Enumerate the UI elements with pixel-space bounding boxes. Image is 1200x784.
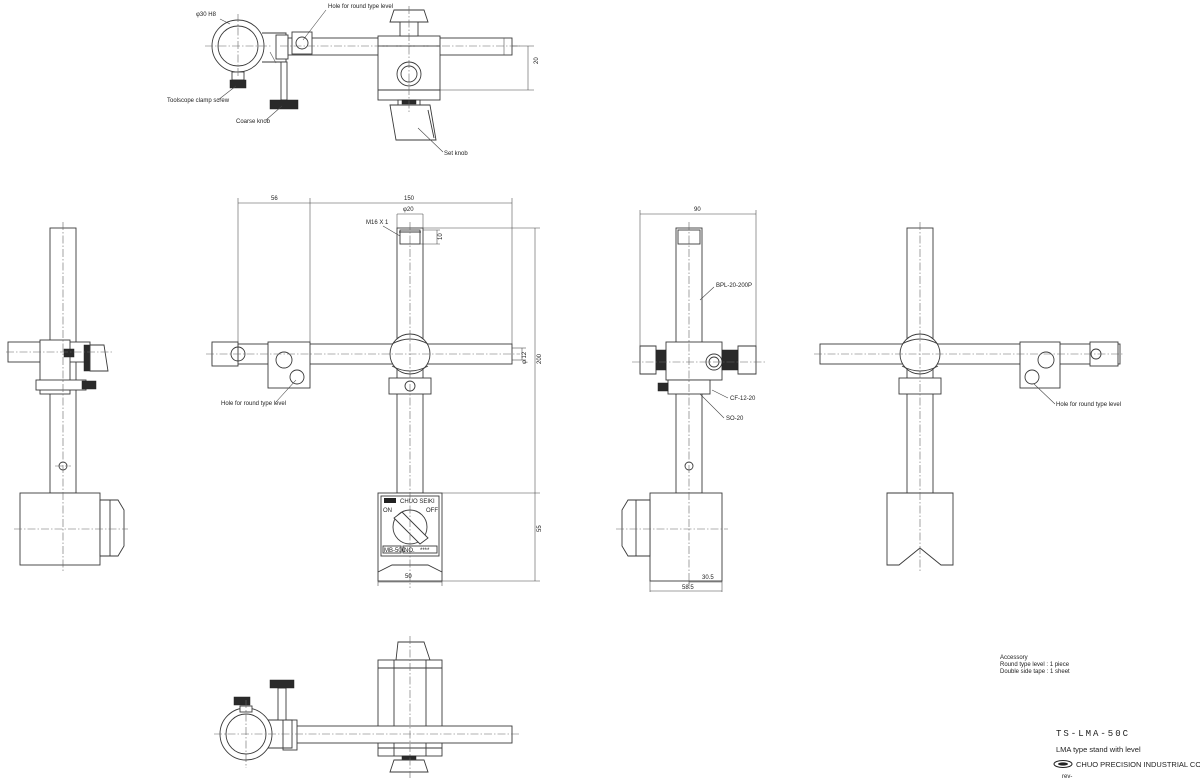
part-number: TS-LMA-50C	[1056, 729, 1130, 739]
dimension-200: 200	[537, 353, 543, 364]
callout-bpl: BPL-20-200P	[716, 283, 752, 289]
dimension-30-5: 30.5	[702, 575, 714, 581]
dimension-90: 90	[694, 207, 701, 213]
dimension-56: 56	[271, 196, 278, 202]
base-brand: CHUO SEIKI	[400, 499, 435, 505]
accessory-line-1: Round type level : 1 piece	[1000, 662, 1070, 668]
rear-view: Hole for round type level	[814, 222, 1124, 572]
callout-hole-round-level-rear: Hole for round type level	[1056, 402, 1121, 408]
callout-set-knob: Set knob	[444, 151, 468, 157]
base-on-label: ON	[383, 508, 392, 514]
dimension-150: 150	[404, 196, 415, 202]
callout-so: SO-20	[726, 416, 744, 422]
accessory-heading: Accessory	[1000, 655, 1028, 661]
top-view: 20 φ30 H8 Hole for round type level Tool…	[167, 4, 540, 157]
callout-hole-round-level-front: Hole for round type level	[221, 401, 286, 407]
left-side-view	[6, 222, 128, 572]
revision: rev-	[1062, 774, 1072, 780]
accessory-line-2: Double side tape : 1 sheet	[1000, 669, 1070, 675]
bottom-view	[214, 636, 520, 778]
dimension-phi12: φ 12	[522, 351, 528, 364]
part-description: LMA type stand with level	[1056, 745, 1141, 754]
dimension-55: 55	[537, 525, 543, 532]
dimension-20-top: 20	[534, 57, 540, 64]
front-view: CHUO SEIKI ON OFF MB-50C NO. **** 56 150…	[206, 196, 543, 588]
callout-m16: M16 X 1	[366, 220, 389, 226]
base-no-label: NO.	[404, 548, 415, 554]
callout-coarse-knob: Coarse knob	[236, 119, 271, 125]
callout-dia30: φ30 H8	[196, 12, 217, 18]
title-block: TS-LMA-50C LMA type stand with level CHU…	[1053, 729, 1200, 780]
base-serial: ****	[420, 548, 430, 554]
callout-cf: CF-12-20	[730, 396, 756, 402]
callout-toolscope-clamp: Toolscope clamp screw	[167, 98, 230, 104]
dimension-58-5: 58.5	[682, 585, 694, 591]
dimension-50: 50	[405, 574, 412, 580]
accessory-notes: Accessory Round type level : 1 piece Dou…	[1000, 655, 1070, 675]
callout-hole-round-level-top: Hole for round type level	[328, 4, 393, 10]
dimension-phi20-front: φ20	[403, 207, 414, 213]
base-off-label: OFF	[426, 508, 438, 514]
base-model: MB-50C	[384, 548, 407, 554]
right-side-view: 90 BPL-20-200P CF-12-20 SO-20 30.5 58.5	[616, 207, 766, 592]
company-name: CHUO PRECISION INDUSTRIAL CO.,LTD.	[1076, 760, 1200, 769]
dimension-10: 10	[438, 233, 444, 240]
